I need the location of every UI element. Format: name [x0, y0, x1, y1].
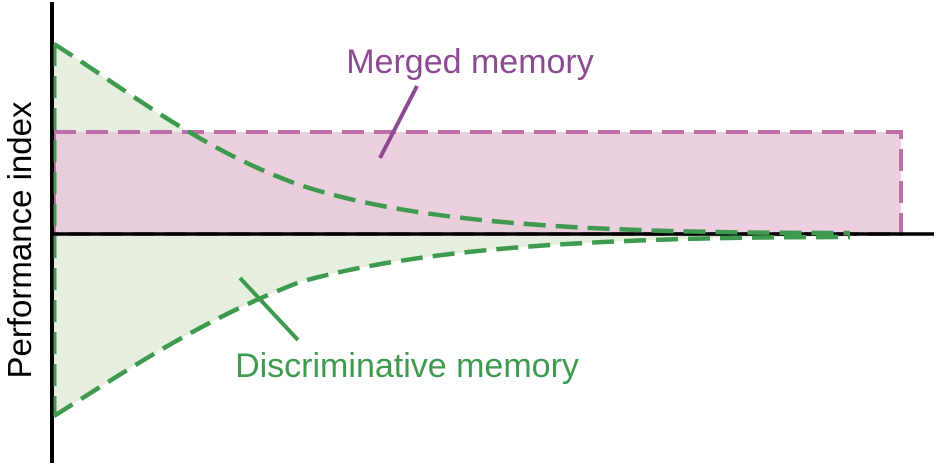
discriminative-memory-pointer — [238, 276, 300, 342]
discriminative-memory-lower-curve — [52, 234, 851, 418]
discriminative-memory-label: Discriminative memory — [235, 347, 579, 385]
discriminative-memory-upper-curve — [52, 42, 851, 236]
merged-memory-outline — [52, 130, 903, 236]
merged-memory-label: Merged memory — [346, 43, 594, 81]
merged-memory-pointer — [378, 85, 419, 159]
y-axis-label: Performance index — [1, 101, 38, 378]
merged-memory-region — [54, 132, 901, 234]
